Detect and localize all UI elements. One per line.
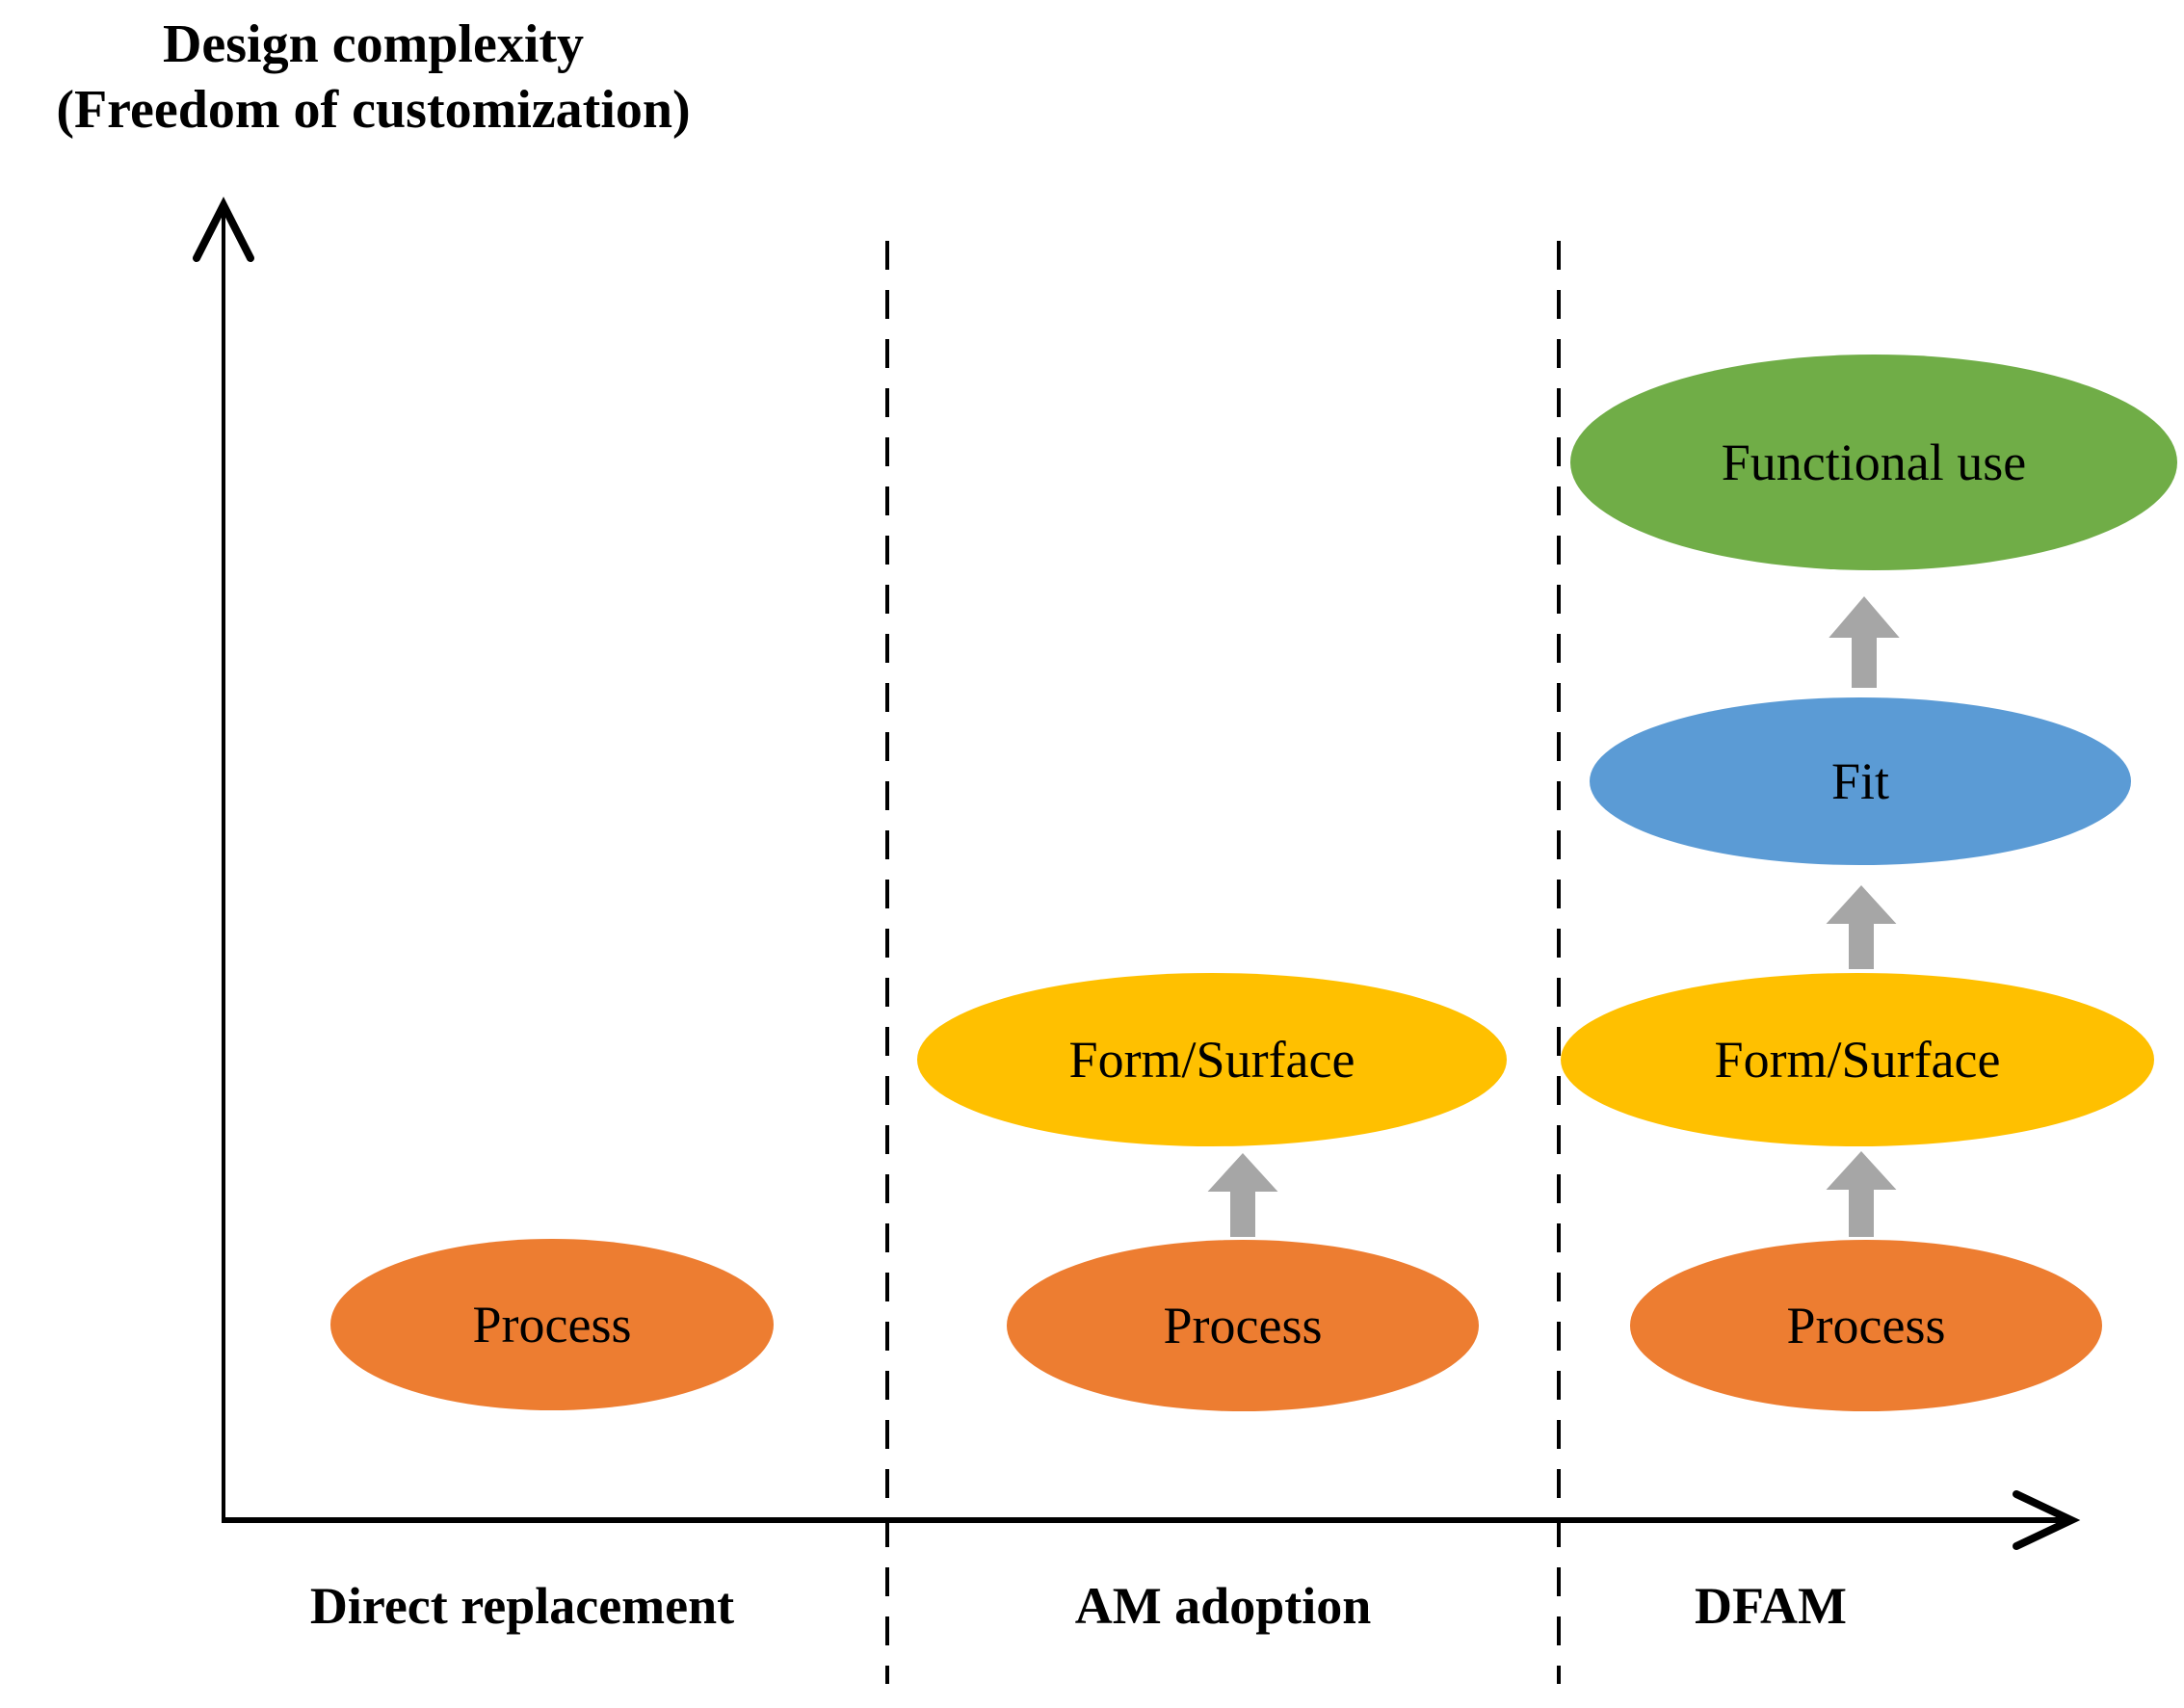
ellipse-process-direct-replacement: Process [330,1239,774,1410]
up-arrow-icon [1820,1146,1903,1241]
ellipse-form-surface-dfam: Form/Surface [1561,973,2154,1146]
up-arrow-icon [1201,1148,1284,1241]
ellipse-fit-dfam: Fit [1590,697,2131,865]
x-axis-arrowhead-icon [2013,1490,2081,1550]
ellipse-label: Process [472,1296,632,1353]
ellipse-functional-use-dfam: Functional use [1570,355,2177,570]
up-arrow-icon [1823,591,1906,692]
ellipse-label: Form/Surface [1714,1031,2001,1089]
y-axis-title: Design complexity (Freedom of customizat… [29,12,718,144]
ellipse-label: Process [1163,1297,1323,1354]
y-axis-title-line2: (Freedom of customization) [56,80,691,141]
ellipse-process-am-adoption: Process [1007,1240,1479,1411]
ellipse-label: Process [1786,1297,1946,1354]
up-arrow-icon [1820,880,1903,973]
ellipse-label: Functional use [1721,434,2027,491]
ellipse-label: Fit [1830,752,1890,810]
y-axis-title-line1: Design complexity [162,14,585,74]
ellipse-label: Form/Surface [1068,1031,1355,1089]
y-axis-arrowhead-icon [193,197,254,262]
ellipse-form-surface-am-adoption: Form/Surface [917,973,1507,1146]
stage-label-dfam: DFAM [1695,1577,1847,1635]
stage-label-am-adoption: AM adoption [1074,1577,1372,1635]
stage-label-direct-replacement: Direct replacement [309,1577,735,1635]
ellipse-process-dfam: Process [1630,1240,2102,1411]
